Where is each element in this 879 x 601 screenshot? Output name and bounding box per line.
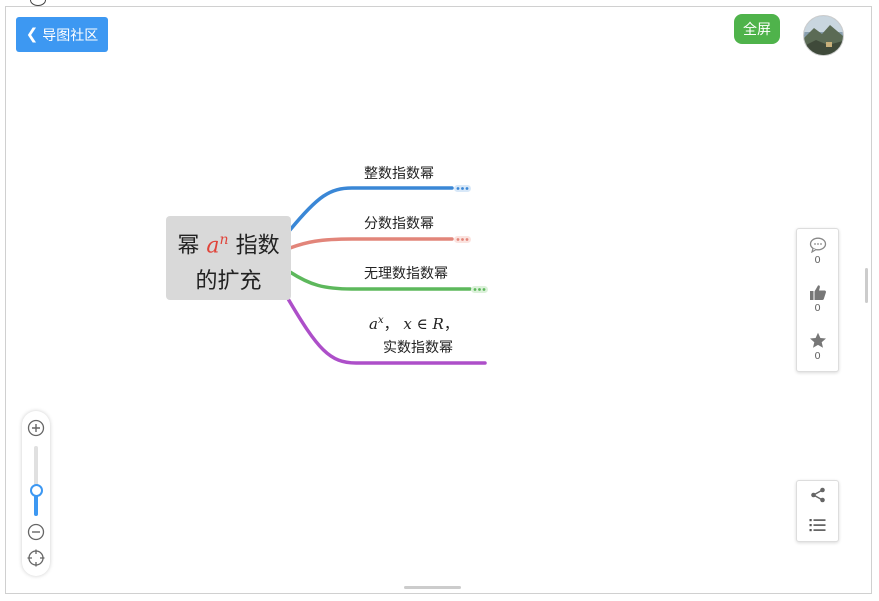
- root-math-base: a: [206, 233, 220, 259]
- horizontal-scrollbar[interactable]: [404, 586, 461, 589]
- formula-variable: x: [403, 315, 412, 333]
- branch-line-irrational: [288, 270, 472, 291]
- like-count: 0: [814, 303, 821, 314]
- back-to-community-button[interactable]: ❮ 导图社区: [16, 17, 108, 52]
- branch-node-real-power[interactable]: 实数指数幂: [383, 340, 453, 356]
- formula-base: a: [369, 315, 378, 333]
- root-text-before: 幂: [177, 233, 200, 259]
- avatar-landscape-image: [804, 16, 843, 55]
- branch-line-fraction: [288, 237, 454, 250]
- recenter-crosshair-icon[interactable]: [27, 549, 45, 567]
- zoom-control: [22, 411, 50, 576]
- expand-dots-integer[interactable]: [454, 185, 471, 192]
- comment-icon: [809, 237, 826, 254]
- root-node[interactable]: 幂 an 指数 的扩充: [166, 216, 291, 300]
- formula-separator-1: ，: [383, 315, 399, 333]
- thumbs-up-icon: [809, 285, 826, 300]
- branch-line-integer: [288, 186, 454, 232]
- outline-button[interactable]: [797, 517, 838, 536]
- root-node-line1: 幂 an 指数: [166, 222, 291, 264]
- branch-node-irrational-power[interactable]: 无理数指数幂: [364, 266, 448, 282]
- zoom-in-icon[interactable]: [27, 419, 45, 437]
- social-actions-panel: 0 0 0: [796, 228, 839, 372]
- mindmap-viewer: [5, 6, 872, 594]
- comment-count: 0: [814, 255, 821, 266]
- branch-node-real-formula[interactable]: ax， x ∈ R，: [369, 313, 459, 334]
- formula-separator-2: ，: [443, 315, 459, 333]
- fullscreen-button-label: 全屏: [743, 22, 771, 38]
- back-button-label: 导图社区: [42, 27, 99, 44]
- root-node-line2: 的扩充: [195, 269, 262, 295]
- zoom-out-icon[interactable]: [27, 523, 45, 541]
- branch-node-fraction-power[interactable]: 分数指数幂: [364, 216, 434, 232]
- share-icon: [810, 487, 825, 503]
- favorite-count: 0: [814, 351, 821, 362]
- favorite-button[interactable]: 0: [797, 332, 838, 362]
- expand-dots-fraction[interactable]: [454, 236, 471, 243]
- list-icon: [809, 519, 826, 532]
- star-icon: [809, 332, 826, 348]
- zoom-slider-thumb[interactable]: [30, 484, 43, 497]
- share-button[interactable]: [797, 487, 838, 507]
- zoom-slider-fill: [34, 492, 38, 516]
- root-math-exponent: n: [219, 232, 229, 248]
- comment-button[interactable]: 0: [797, 237, 838, 266]
- like-button[interactable]: 0: [797, 284, 838, 314]
- zoom-slider-track[interactable]: [34, 446, 38, 516]
- formula-set: R: [432, 315, 444, 333]
- formula-relation: ∈: [416, 315, 428, 333]
- tools-panel: [796, 480, 839, 542]
- branch-node-integer-power[interactable]: 整数指数幂: [364, 166, 434, 182]
- expand-dots-irrational[interactable]: [471, 286, 488, 293]
- chevron-left-icon: ❮: [25, 25, 39, 43]
- vertical-scrollbar[interactable]: [865, 268, 868, 303]
- branch-line-real: [285, 295, 487, 365]
- fullscreen-button[interactable]: 全屏: [734, 14, 780, 44]
- formula-exponent: x: [377, 315, 384, 326]
- root-text-after: 指数: [235, 233, 280, 259]
- user-avatar[interactable]: [803, 15, 844, 56]
